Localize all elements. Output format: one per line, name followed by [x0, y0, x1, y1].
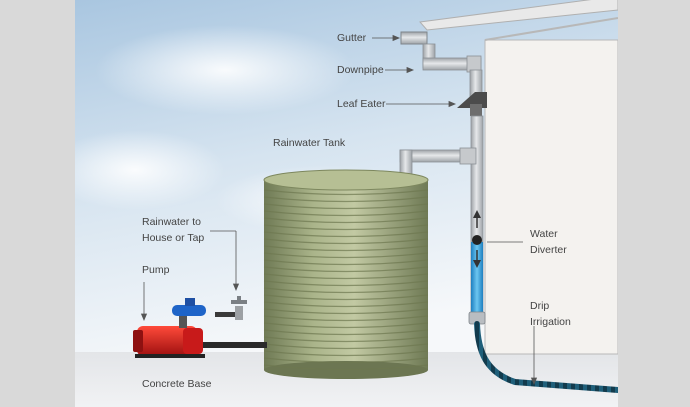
water-diverter-label-line2: Diverter — [530, 244, 567, 256]
gutter — [400, 31, 428, 45]
down-arrow-icon — [473, 260, 481, 268]
illustration-svg — [75, 0, 618, 407]
cloud — [75, 130, 225, 210]
house-trim — [484, 17, 618, 41]
leaf-eater-label: Leaf Eater — [337, 98, 386, 110]
tank-rib — [263, 273, 429, 280]
tank-rib — [263, 294, 429, 301]
tank-rib — [263, 196, 429, 203]
tank-rib — [263, 210, 429, 217]
cloud — [95, 25, 355, 115]
tank-rib — [263, 224, 429, 231]
downpipe-label: Downpipe — [337, 64, 384, 76]
up-arrow-icon — [473, 210, 481, 218]
water-diverter-label-line1: Water — [530, 228, 558, 240]
concrete-base-label: Concrete Base — [142, 378, 212, 390]
pump-label: Pump — [142, 264, 170, 276]
gutter-label: Gutter — [337, 32, 367, 44]
tank-rib — [263, 350, 429, 357]
tank-rib — [263, 343, 429, 350]
pump — [133, 298, 206, 358]
tank-rib — [263, 280, 429, 287]
tank-rib — [263, 252, 429, 259]
house-pipe — [215, 312, 241, 317]
tank-inlet-joint — [459, 147, 477, 165]
diverter-water-column — [471, 242, 483, 312]
tank-rib — [263, 217, 429, 224]
drip-irrigation-hose — [474, 321, 618, 393]
tank-rib — [263, 203, 429, 210]
tank-rib — [263, 189, 429, 196]
rainwater-to-house-label-line1: Rainwater to — [142, 216, 201, 228]
tank-rib — [263, 245, 429, 252]
left-margin-panel — [0, 0, 75, 407]
house-wall — [484, 39, 618, 355]
tank-rib — [263, 315, 429, 322]
drip-irrigation-label-line1: Drip — [530, 300, 550, 312]
tank-rib — [263, 357, 429, 364]
tank-rib — [263, 259, 429, 266]
tank-rib — [263, 329, 429, 336]
drip-irrigation-label-line2: Irrigation — [530, 316, 571, 328]
tap-icon — [231, 296, 247, 320]
tank-rib — [263, 231, 429, 238]
tank-rib — [263, 301, 429, 308]
rainwater-tank-label: Rainwater Tank — [273, 137, 346, 149]
leader-lines — [140, 34, 538, 386]
tank-rib — [263, 287, 429, 294]
diverter-ball — [472, 235, 482, 245]
tank-rib — [263, 238, 429, 245]
tank-rib — [263, 364, 429, 371]
tank-outlet-pipe — [203, 342, 267, 348]
tank-rib — [263, 336, 429, 343]
tank-rib — [263, 266, 429, 273]
rainwater-to-house-label-line2: House or Tap — [142, 232, 205, 244]
rainwater-tank — [263, 169, 429, 379]
leaf-eater-body — [470, 104, 482, 116]
tank-rib — [263, 308, 429, 315]
downpipe-joint — [466, 55, 482, 73]
roof-edge — [419, 0, 618, 31]
tank-rib — [263, 322, 429, 329]
rainwater-system-illustration: Gutter Downpipe Leaf Eater Rainwater Tan… — [75, 0, 618, 407]
right-margin-panel — [618, 0, 690, 407]
